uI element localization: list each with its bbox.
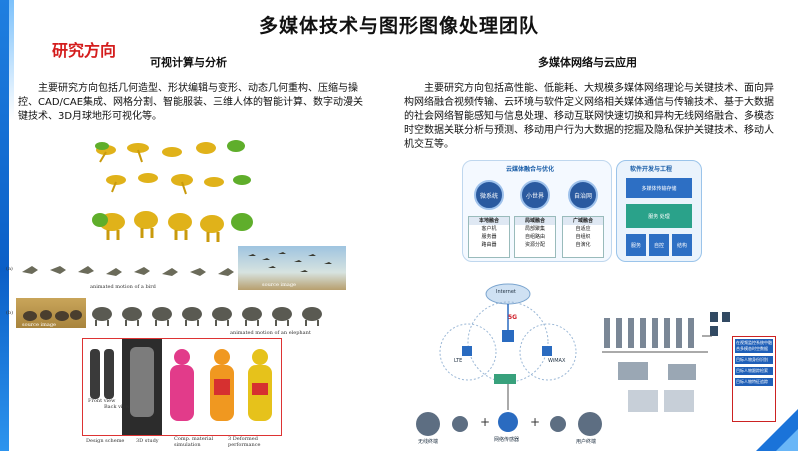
node-micro-system: 微系统 [474, 180, 504, 210]
bird-animation-figure: (a) animated motion of a bird source ima… [0, 246, 350, 294]
right-block-storage: 多媒体传输存储 [626, 178, 692, 198]
surveillance-graphic [602, 312, 730, 412]
left-accent-bar [0, 0, 14, 451]
col-local-fusion: 本地融合 客户机 服务器 路由器 [468, 216, 510, 258]
elephant-source-photo: source image [16, 298, 86, 328]
body-models-graphic [90, 339, 272, 435]
elephant-sequence-graphic [92, 307, 322, 326]
section-heading: 研究方向 [52, 41, 117, 60]
bird-sequence-graphic [22, 266, 234, 276]
bird-source-photo: source image [238, 246, 346, 290]
right-column-body: 主要研究方向包括高性能、低能耗、大规模多媒体网络理论与关键技术、面向异构网络融合… [404, 83, 774, 150]
bird-caption: animated motion of a bird [90, 284, 156, 290]
svg-text:+: + [530, 415, 540, 429]
elephant-photo-graphic [23, 310, 82, 321]
task-multimodal: 在视频监控系统中融合多模态时空数据 [735, 339, 773, 353]
right-block-c: 结构 [672, 234, 692, 256]
wireless-terminal-label: 无线终端 [418, 439, 439, 445]
corner-decoration-inner [776, 429, 798, 451]
right-block-service: 服务 处理 [626, 204, 692, 228]
page-title: 多媒体技术与图形图像处理团队 [258, 15, 539, 37]
cloud-left-title: 云媒体融合与优化 [506, 166, 555, 173]
col-regional-fusion: 局域融合 局部聚集 自组路由 资源分配 [514, 216, 556, 258]
elephant-source-label: source image [22, 322, 57, 328]
heterogeneous-network-diagram: + + Internet 5G LTE WiMAX 无线终端 网络传感器 用户终… [398, 282, 618, 447]
internet-label: Internet [496, 289, 516, 295]
cloud-right-title: 软件开发与工程 [630, 166, 673, 173]
body-label-design: Design scheme [86, 438, 125, 444]
right-block-a: 服务 [626, 234, 646, 256]
5g-label: 5G [508, 314, 518, 321]
network-graphic: + + [416, 283, 602, 436]
body-sub-label-front: Front view [88, 398, 116, 404]
elephant-caption: animated motion of an elephant [230, 330, 311, 336]
right-block-b: 自控 [649, 234, 669, 256]
surveillance-task-panel: 在视频监控系统中融合多模态时空数据 目标人物身份识别 目标人物跟踪检索 目标人物… [732, 336, 776, 422]
body-label-deformed: 3 Deformed performance [228, 436, 261, 448]
elephant-row-label: (b) [6, 310, 14, 316]
network-sensor-label: 网络传感器 [494, 437, 520, 443]
right-column-title: 多媒体网络与云应用 [538, 56, 637, 69]
col-wide-fusion: 广域融合 自适应 自组织 自演化 [562, 216, 604, 258]
svg-text:+: + [480, 415, 490, 429]
bird-row-label: (a) [6, 266, 13, 272]
node-autonomous-net: 自治网 [568, 180, 598, 210]
lte-label: LTE [454, 358, 463, 364]
left-column-body: 主要研究方向包括几何造型、形状编辑与变形、动态几何重构、压缩与操控、CAD/CA… [18, 83, 364, 122]
wimax-label: WiMAX [548, 358, 566, 364]
body-label-3d: 3D study [136, 438, 159, 444]
left-column-title: 可视计算与分析 [150, 56, 227, 69]
node-small-world: 小世界 [520, 180, 550, 210]
bird-flock-graphic [248, 252, 332, 272]
body-figure-frame [82, 338, 282, 436]
surveillance-diagram: 在视频监控系统中融合多模态时空数据 目标人物身份识别 目标人物跟踪检索 目标人物… [598, 306, 776, 430]
animal-deformation-figure [86, 130, 256, 250]
elephant-animation-figure: (b) source image animated motion of an e… [0, 298, 350, 340]
task-retrieve: 目标人物跟踪检索 [735, 367, 773, 375]
body-label-simulation: Comp. material simulation [174, 436, 214, 448]
task-track: 目标人物特征追踪 [735, 378, 773, 386]
user-terminal-label: 用户终端 [576, 439, 597, 445]
body-sub-label-back: Back view [104, 404, 130, 410]
bird-source-label: source image [262, 282, 297, 288]
task-identify: 目标人物身份识别 [735, 356, 773, 364]
body-simulation-figure: Front view Back view Design scheme 3D st… [82, 338, 282, 448]
cloud-media-diagram: 云媒体融合与优化 软件开发与工程 微系统 小世界 自治网 本地融合 客户机 服务… [462, 160, 702, 265]
animal-models-graphic [92, 140, 253, 242]
